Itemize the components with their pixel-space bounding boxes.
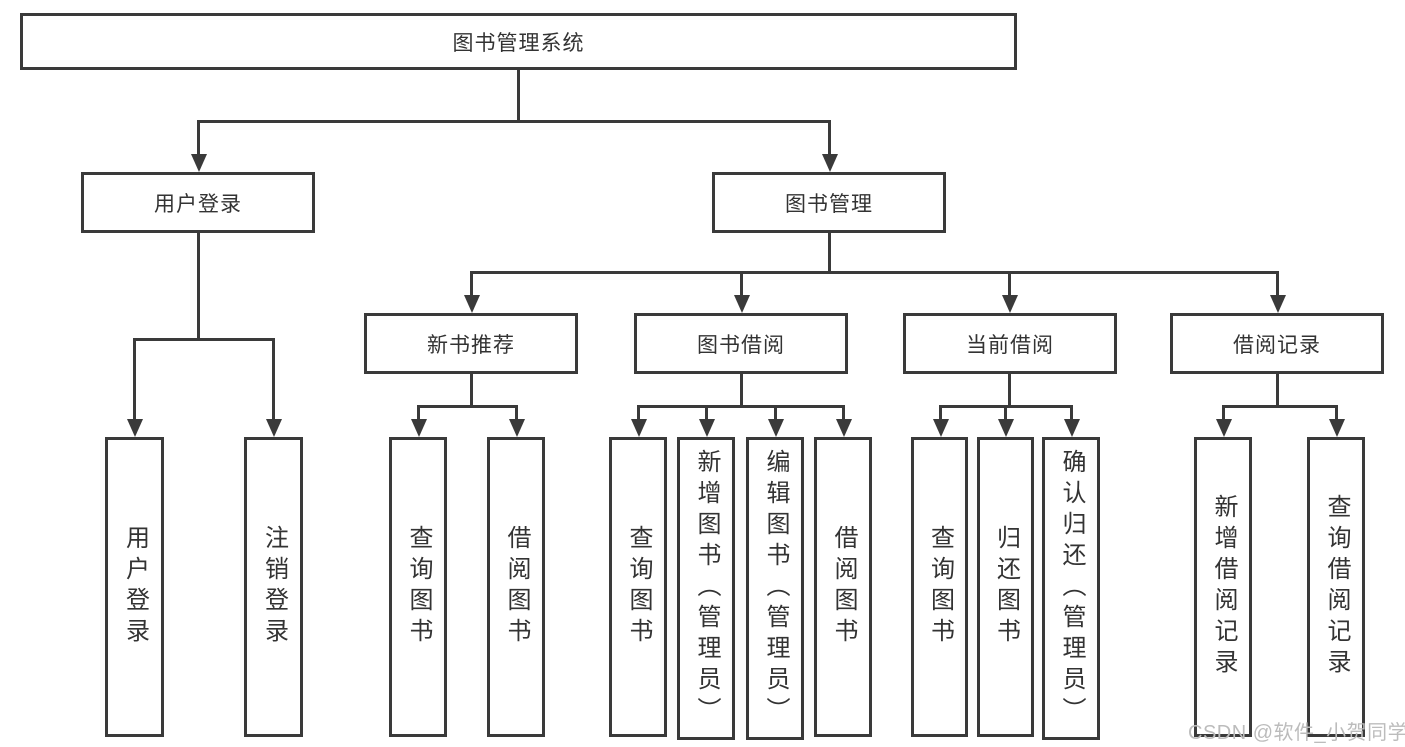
leaf-logout-label: 注销登录 bbox=[260, 525, 288, 649]
leaf-borrow-edit-admin-label: 编辑图书（管理员） bbox=[762, 449, 789, 728]
leaf-borrow-add-admin-label: 新增图书（管理员） bbox=[693, 449, 720, 728]
connector-arrow-borrow-edit bbox=[768, 405, 784, 437]
connector-arrow-book-borrowing bbox=[734, 271, 750, 313]
leaf-records-query-label: 查询借阅记录 bbox=[1323, 494, 1350, 680]
connector-arrow-user-login bbox=[191, 120, 207, 172]
connector-arrow-borrow-borrow bbox=[836, 405, 852, 437]
connector-arrow-newbooks-query bbox=[411, 405, 427, 437]
node-book-borrowing: 图书借阅 bbox=[634, 313, 848, 374]
connector-arrow-book-management bbox=[822, 120, 838, 172]
leaf-newbooks-query: 查询图书 bbox=[389, 437, 447, 737]
node-root-label: 图书管理系统 bbox=[452, 31, 585, 55]
connector-arrow-current-return bbox=[998, 405, 1014, 437]
connector-arrow-newbooks-borrow bbox=[509, 405, 525, 437]
leaf-borrow-add-admin: 新增图书（管理员） bbox=[677, 437, 735, 740]
node-book-management: 图书管理 bbox=[712, 172, 946, 233]
leaf-records-add-label: 新增借阅记录 bbox=[1210, 494, 1237, 680]
connector-arrow-current-query bbox=[933, 405, 949, 437]
node-current-borrowing-label: 当前借阅 bbox=[966, 333, 1054, 357]
connector-stem-new-book-recommend bbox=[470, 374, 473, 405]
connector-arrow-current-confirm bbox=[1064, 405, 1080, 437]
connector-arrow-current-borrowing bbox=[1002, 271, 1018, 313]
node-root: 图书管理系统 bbox=[20, 13, 1017, 70]
node-new-book-recommend: 新书推荐 bbox=[364, 313, 578, 374]
leaf-borrow-edit-admin: 编辑图书（管理员） bbox=[746, 437, 804, 740]
connector-stem-user-login bbox=[197, 233, 200, 338]
leaf-logout: 注销登录 bbox=[244, 437, 303, 737]
leaf-newbooks-borrow: 借阅图书 bbox=[487, 437, 545, 737]
leaf-current-confirm-admin: 确认归还（管理员） bbox=[1042, 437, 1100, 740]
leaf-borrow-query: 查询图书 bbox=[609, 437, 667, 737]
connector-stem-book-borrowing bbox=[740, 374, 743, 405]
connector-bar-user-login bbox=[133, 338, 275, 341]
leaf-user-login: 用户登录 bbox=[105, 437, 164, 737]
node-user-login: 用户登录 bbox=[81, 172, 315, 233]
connector-arrow-leaf-logout bbox=[266, 338, 282, 437]
leaf-current-return-label: 归还图书 bbox=[992, 525, 1020, 649]
leaf-current-confirm-admin-label: 确认归还（管理员） bbox=[1058, 449, 1085, 728]
connector-bar-book-management bbox=[470, 271, 1279, 274]
connector-arrow-borrow-query bbox=[631, 405, 647, 437]
leaf-records-add: 新增借阅记录 bbox=[1194, 437, 1252, 737]
leaf-borrow-borrow: 借阅图书 bbox=[814, 437, 872, 737]
node-current-borrowing: 当前借阅 bbox=[903, 313, 1117, 374]
connector-bar-root bbox=[197, 120, 831, 123]
node-book-borrowing-label: 图书借阅 bbox=[697, 333, 785, 357]
connector-stem-borrow-records bbox=[1276, 374, 1279, 405]
connector-bar-new-book-recommend bbox=[417, 405, 518, 408]
leaf-borrow-borrow-label: 借阅图书 bbox=[830, 525, 857, 649]
connector-stem-current-borrowing bbox=[1008, 374, 1011, 405]
leaf-borrow-query-label: 查询图书 bbox=[625, 525, 652, 649]
leaf-user-login-label: 用户登录 bbox=[121, 525, 149, 649]
leaf-current-query: 查询图书 bbox=[911, 437, 968, 737]
node-borrow-records-label: 借阅记录 bbox=[1233, 333, 1321, 357]
node-new-book-recommend-label: 新书推荐 bbox=[427, 333, 515, 357]
leaf-newbooks-query-label: 查询图书 bbox=[405, 525, 432, 649]
node-borrow-records: 借阅记录 bbox=[1170, 313, 1384, 374]
leaf-current-return: 归还图书 bbox=[977, 437, 1034, 737]
connector-arrow-borrow-records bbox=[1270, 271, 1286, 313]
leaf-current-query-label: 查询图书 bbox=[926, 525, 954, 649]
connector-arrow-borrow-add bbox=[699, 405, 715, 437]
leaf-records-query: 查询借阅记录 bbox=[1307, 437, 1365, 737]
connector-arrow-new-book-recommend bbox=[464, 271, 480, 313]
watermark: CSDN @软件_小贺同学 bbox=[1188, 722, 1405, 744]
leaf-newbooks-borrow-label: 借阅图书 bbox=[503, 525, 530, 649]
connector-arrow-leaf-user-login bbox=[127, 338, 143, 437]
node-user-login-label: 用户登录 bbox=[154, 192, 242, 216]
node-book-management-label: 图书管理 bbox=[785, 192, 873, 216]
connector-bar-book-borrowing bbox=[637, 405, 845, 408]
connector-stem-root bbox=[517, 70, 520, 120]
connector-stem-book-management bbox=[828, 233, 831, 271]
connector-arrow-records-add bbox=[1216, 405, 1232, 437]
connector-arrow-records-query bbox=[1329, 405, 1345, 437]
connector-bar-borrow-records bbox=[1222, 405, 1338, 408]
